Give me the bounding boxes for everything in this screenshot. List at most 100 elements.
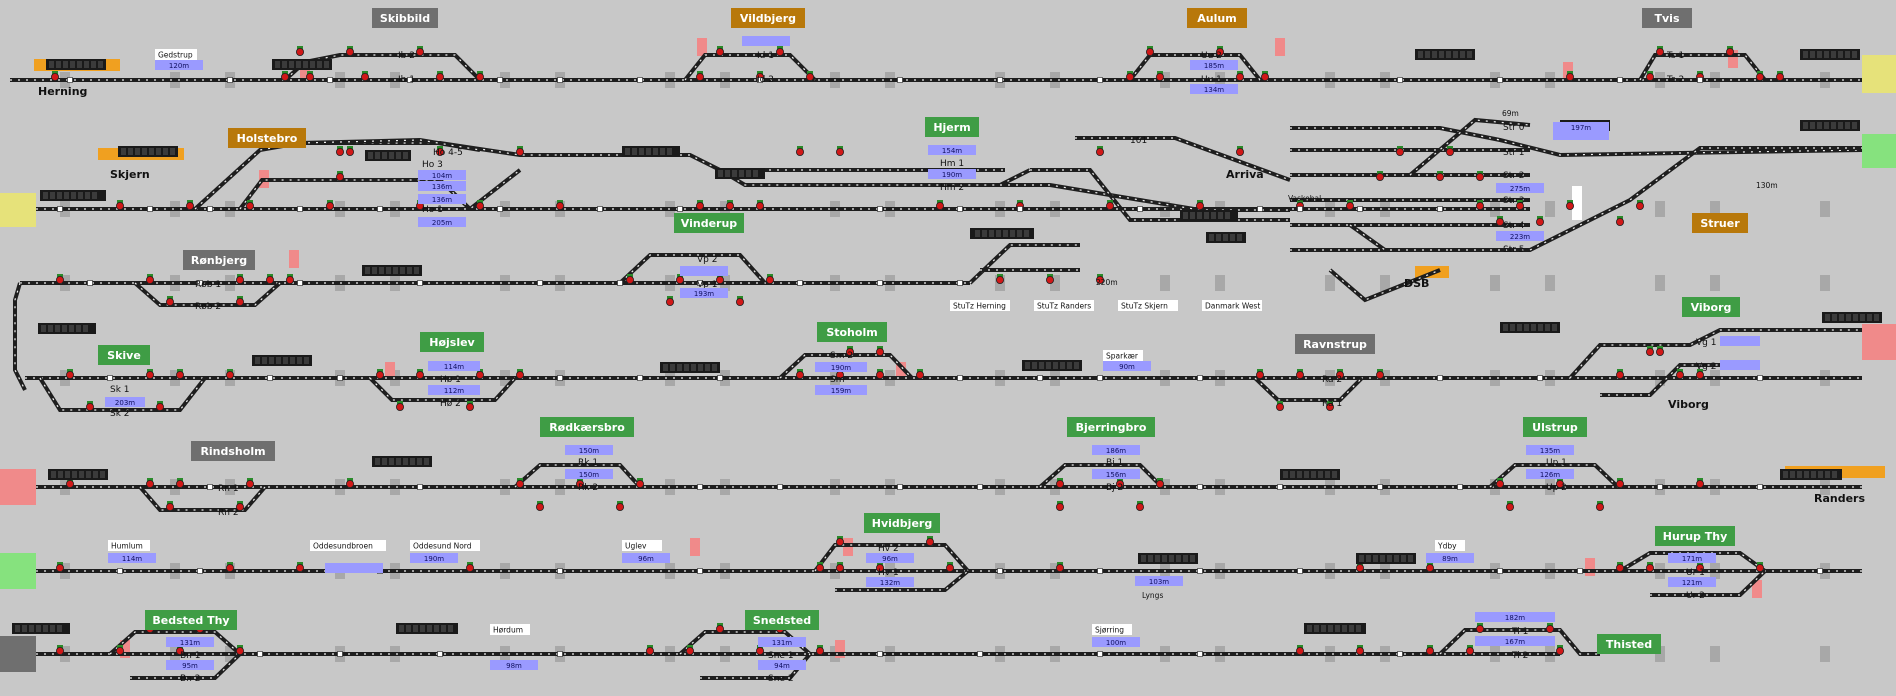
signal-icon[interactable] [1646, 346, 1655, 356]
signal-icon[interactable] [666, 296, 675, 306]
signal-icon[interactable] [1656, 346, 1665, 356]
signal-icon[interactable] [1146, 46, 1155, 57]
signal-icon[interactable] [1326, 401, 1335, 411]
signal-icon[interactable] [836, 536, 845, 547]
signal-icon[interactable] [145, 369, 154, 379]
signal-icon[interactable] [235, 645, 244, 656]
signal-icon[interactable] [305, 71, 314, 82]
signal-icon[interactable] [1616, 478, 1625, 488]
signal-icon[interactable] [1696, 562, 1705, 573]
signal-icon[interactable] [1126, 71, 1135, 82]
signal-icon[interactable] [1446, 146, 1455, 156]
signal-icon[interactable] [876, 346, 885, 356]
train-counter[interactable] [1780, 469, 1842, 480]
station-box-rønbjerg[interactable]: Rønbjerg [183, 250, 255, 270]
signal-icon[interactable] [1346, 200, 1355, 210]
signal-icon[interactable] [776, 46, 785, 57]
train-counter[interactable] [1356, 553, 1416, 564]
signal-icon[interactable] [1776, 71, 1785, 82]
signal-icon[interactable] [1496, 478, 1505, 488]
signal-icon[interactable] [1396, 146, 1405, 156]
train-counter[interactable] [715, 168, 765, 179]
signal-icon[interactable] [1256, 369, 1265, 379]
station-box-thisted[interactable]: Thisted [1597, 634, 1661, 654]
train-counter[interactable] [38, 323, 96, 334]
signal-icon[interactable] [716, 46, 725, 57]
train-counter[interactable] [46, 59, 106, 70]
signal-icon[interactable] [1636, 200, 1645, 210]
signal-icon[interactable] [280, 71, 289, 82]
halt-oddesundbroen[interactable]: Oddesundbroen [310, 540, 386, 551]
train-counter[interactable] [252, 355, 312, 366]
signal-icon[interactable] [556, 200, 565, 210]
signal-icon[interactable] [996, 274, 1005, 284]
signal-icon[interactable] [1156, 478, 1165, 488]
signal-icon[interactable] [1426, 645, 1435, 656]
signal-icon[interactable] [836, 562, 845, 573]
signal-icon[interactable] [235, 501, 244, 511]
signal-icon[interactable] [1336, 369, 1345, 379]
signal-icon[interactable] [1696, 369, 1705, 379]
halt-sjørring[interactable]: Sjørring [1092, 624, 1132, 635]
signal-icon[interactable] [1476, 200, 1485, 210]
train-counter[interactable] [272, 59, 332, 70]
signal-icon[interactable] [56, 645, 65, 656]
signal-icon[interactable] [1656, 46, 1665, 57]
signal-icon[interactable] [1556, 478, 1565, 488]
signal-icon[interactable] [796, 369, 805, 379]
signal-icon[interactable] [736, 296, 745, 306]
signal-icon[interactable] [806, 71, 815, 82]
signal-icon[interactable] [1096, 274, 1105, 284]
train-counter[interactable] [365, 150, 411, 161]
train-counter[interactable] [1022, 360, 1082, 371]
train-counter[interactable] [1206, 232, 1246, 243]
signal-icon[interactable] [516, 478, 525, 488]
signal-icon[interactable] [1496, 216, 1505, 226]
signal-icon[interactable] [816, 562, 825, 573]
signal-icon[interactable] [1556, 645, 1565, 656]
train-counter[interactable] [660, 362, 720, 373]
signal-icon[interactable] [435, 146, 444, 156]
signal-icon[interactable] [756, 200, 765, 210]
halt-oddesund-nord[interactable]: Oddesund Nord [410, 540, 480, 551]
station-box-aulum[interactable]: Aulum [1187, 8, 1247, 28]
signal-icon[interactable] [1546, 623, 1555, 634]
halt-stutz-randers[interactable]: StuTz Randers [1034, 300, 1094, 311]
signal-icon[interactable] [1536, 216, 1545, 226]
signal-icon[interactable] [1296, 645, 1305, 656]
signal-icon[interactable] [245, 200, 254, 210]
signal-icon[interactable] [1566, 71, 1575, 82]
signal-icon[interactable] [435, 71, 444, 82]
station-box-ulstrup[interactable]: Ulstrup [1523, 417, 1587, 437]
signal-icon[interactable] [836, 146, 845, 156]
signal-icon[interactable] [1646, 71, 1655, 82]
train-counter[interactable] [1304, 623, 1366, 634]
signal-icon[interactable] [345, 46, 354, 57]
signal-icon[interactable] [1096, 146, 1105, 156]
signal-icon[interactable] [926, 536, 935, 547]
signal-icon[interactable] [1466, 645, 1475, 656]
signal-icon[interactable] [375, 369, 384, 379]
signal-icon[interactable] [1566, 200, 1575, 210]
train-counter[interactable] [1415, 49, 1475, 60]
signal-icon[interactable] [145, 478, 154, 488]
halt-uglev[interactable]: Uglev [622, 540, 662, 551]
signal-icon[interactable] [116, 200, 125, 210]
signal-icon[interactable] [1276, 401, 1285, 411]
signal-icon[interactable] [335, 171, 344, 181]
signal-icon[interactable] [56, 274, 65, 284]
train-counter[interactable] [362, 265, 422, 276]
signal-icon[interactable] [1726, 46, 1735, 57]
signal-icon[interactable] [235, 296, 244, 306]
station-box-vildbjerg[interactable]: Vildbjerg [731, 8, 805, 28]
signal-icon[interactable] [536, 501, 545, 511]
station-box-bedsted-thy[interactable]: Bedsted Thy [145, 610, 237, 630]
signal-icon[interactable] [225, 562, 234, 573]
train-counter[interactable] [1800, 120, 1860, 131]
signal-icon[interactable] [285, 274, 294, 284]
station-box-rødkærsbro[interactable]: Rødkærsbro [540, 417, 634, 437]
signal-icon[interactable] [185, 200, 194, 210]
train-counter[interactable] [40, 190, 106, 201]
signal-icon[interactable] [1216, 46, 1225, 57]
signal-icon[interactable] [1426, 562, 1435, 573]
